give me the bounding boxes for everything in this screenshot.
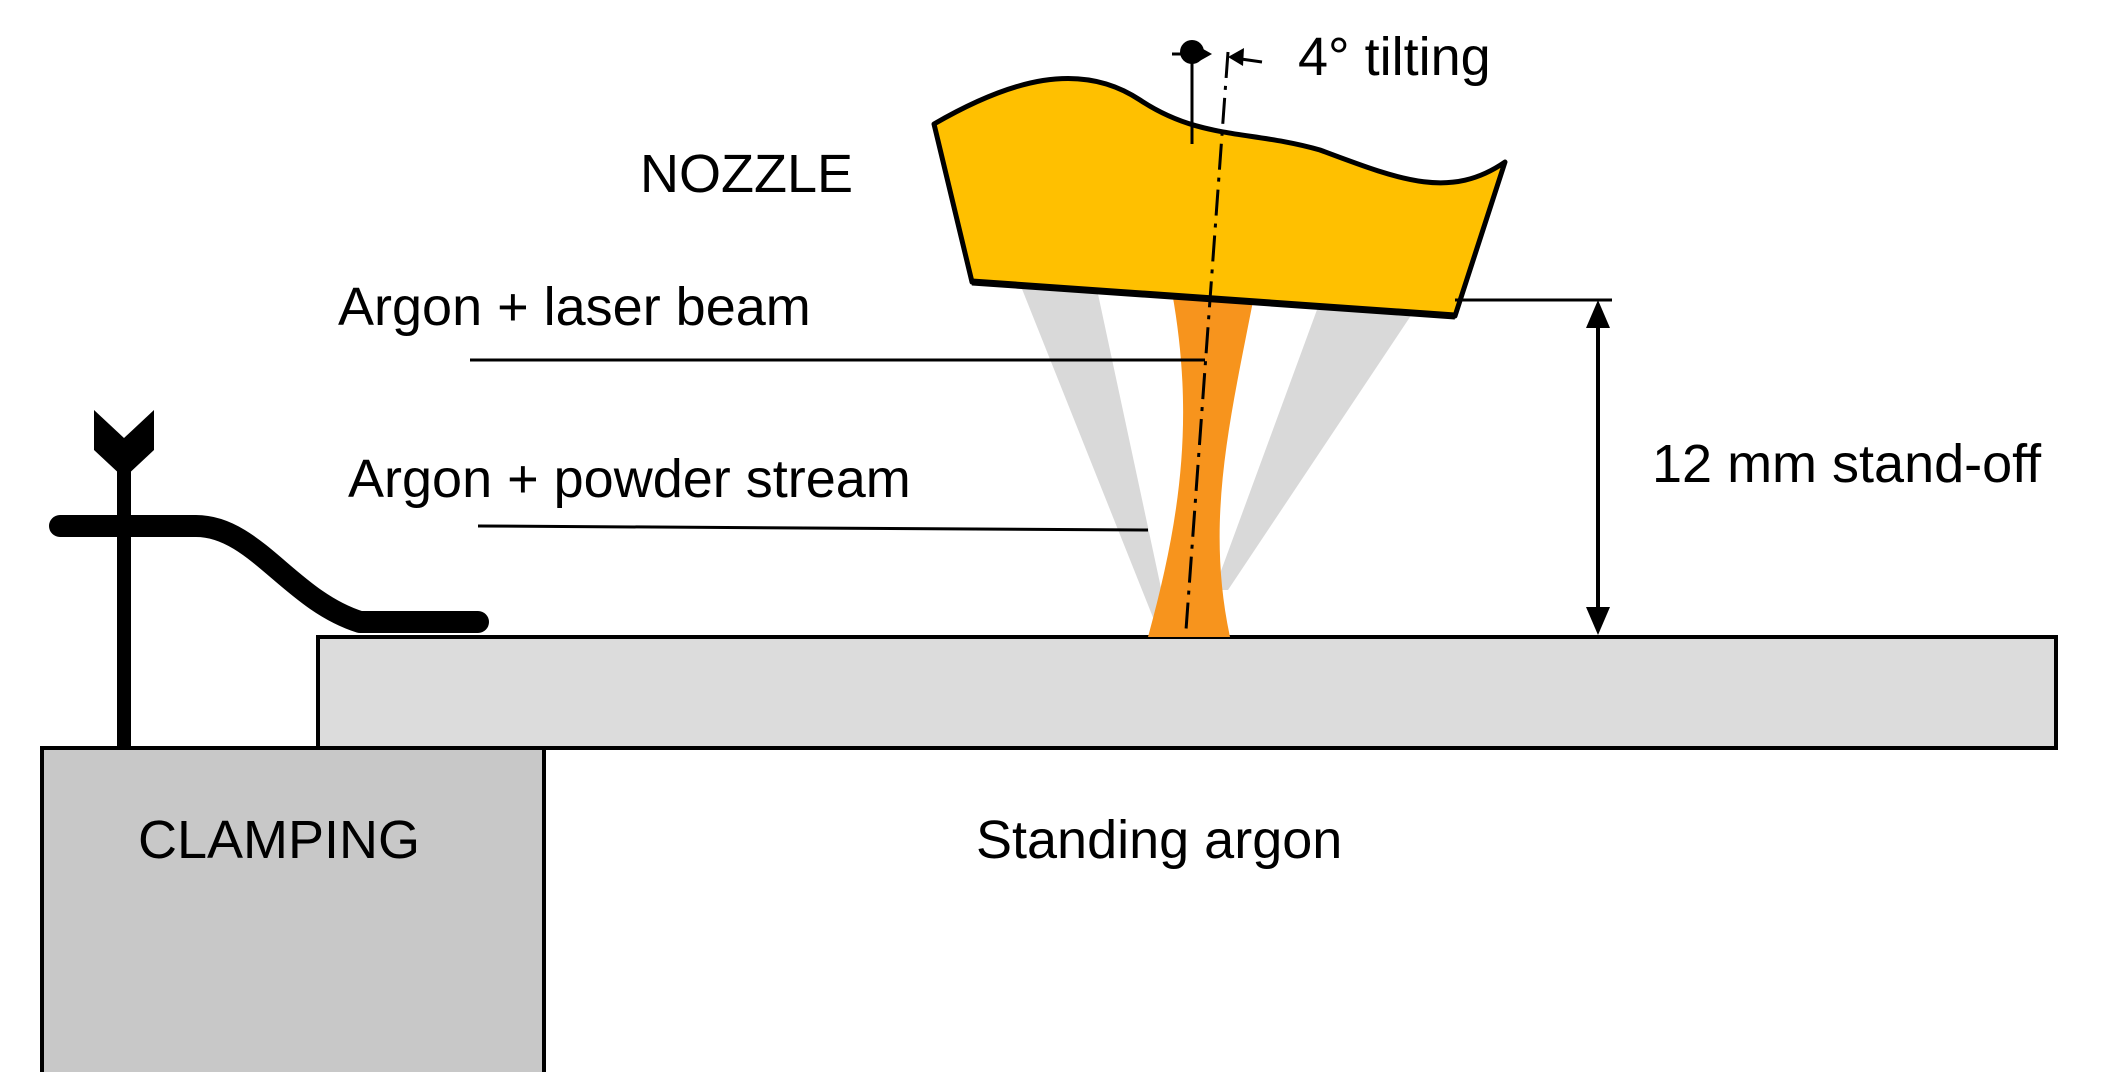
powder-stream-leader <box>477 524 1149 532</box>
nozzle-body <box>931 75 1508 319</box>
powder-stream-right <box>1214 307 1412 590</box>
nozzle-bottom-edge <box>971 278 1456 320</box>
standoff-arrowhead-top-icon <box>1586 300 1610 328</box>
powder-stream-left <box>1022 289 1170 630</box>
standoff-arrowhead-bottom-icon <box>1586 607 1610 635</box>
base-plate <box>316 635 2058 750</box>
standoff-label: 12 mm stand-off <box>1652 434 2042 494</box>
tilted-axis-line <box>1184 51 1230 631</box>
tilting-label: 4° tilting <box>1298 27 1491 87</box>
laser-beam-label: Argon + laser beam <box>338 277 811 337</box>
laser-beam <box>1148 292 1254 637</box>
clamping-block <box>40 746 546 1072</box>
clamp-screw-head-icon <box>94 410 154 478</box>
standing-argon-label: Standing argon <box>976 810 1342 870</box>
powder-stream-label: Argon + powder stream <box>348 449 911 509</box>
clamping-label: CLAMPING <box>138 810 420 870</box>
tilt-arrowhead-left-icon <box>1196 45 1212 63</box>
clamp-arm <box>49 515 489 633</box>
tilt-arrowhead-right-icon <box>1228 48 1244 66</box>
nozzle-label: NOZZLE <box>640 144 853 204</box>
